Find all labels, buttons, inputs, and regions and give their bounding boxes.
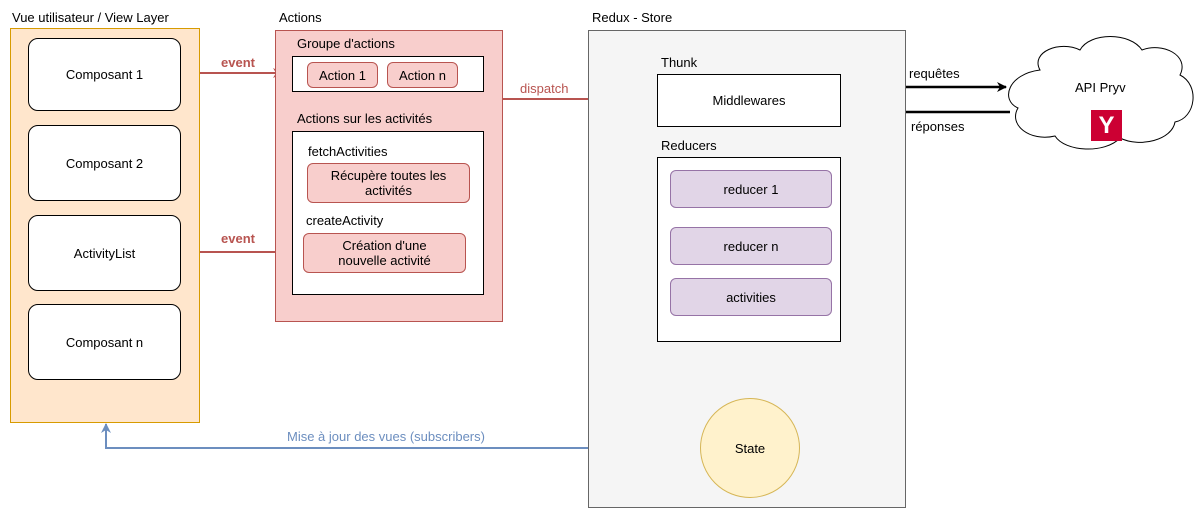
responses-label: réponses bbox=[911, 119, 965, 134]
action-n[interactable]: Action n bbox=[387, 62, 458, 88]
activities-actions-title: Actions sur les activités bbox=[297, 111, 433, 126]
create-activity-desc[interactable]: Création d'une nouvelle activité bbox=[303, 233, 466, 273]
component-1[interactable]: Composant 1 bbox=[28, 38, 181, 111]
view-layer-title: Vue utilisateur / View Layer bbox=[12, 10, 169, 25]
reducer-n[interactable]: reducer n bbox=[670, 227, 832, 265]
component-n[interactable]: Composant n bbox=[28, 304, 181, 380]
event-label-1: event bbox=[221, 55, 255, 70]
component-2[interactable]: Composant 2 bbox=[28, 125, 181, 201]
action-1[interactable]: Action 1 bbox=[307, 62, 378, 88]
requests-label: requêtes bbox=[909, 66, 960, 81]
component-activitylist[interactable]: ActivityList bbox=[28, 215, 181, 291]
update-views-label: Mise à jour des vues (subscribers) bbox=[287, 429, 485, 444]
store-title: Redux - Store bbox=[592, 10, 673, 25]
fetch-activities-desc[interactable]: Récupère toutes les activités bbox=[307, 163, 470, 203]
dispatch-label: dispatch bbox=[520, 81, 569, 96]
actions-title: Actions bbox=[279, 10, 322, 25]
middlewares-box[interactable]: Middlewares bbox=[657, 74, 841, 127]
state-circle[interactable]: State bbox=[700, 398, 800, 498]
api-name: API Pryv bbox=[1075, 80, 1126, 95]
reducers-label: Reducers bbox=[661, 138, 717, 153]
pryv-logo-icon: Y bbox=[1091, 110, 1122, 141]
update-views-arrow bbox=[101, 423, 700, 449]
pryv-logo-letter: Y bbox=[1098, 111, 1115, 139]
api-cloud-shape bbox=[1008, 36, 1194, 150]
action-group-title: Groupe d'actions bbox=[297, 36, 395, 51]
fetch-activities-name: fetchActivities bbox=[308, 144, 388, 159]
reducer-1[interactable]: reducer 1 bbox=[670, 170, 832, 208]
create-activity-name: createActivity bbox=[306, 213, 384, 228]
reducer-activities[interactable]: activities bbox=[670, 278, 832, 316]
event-label-2: event bbox=[221, 231, 255, 246]
thunk-label: Thunk bbox=[661, 55, 698, 70]
